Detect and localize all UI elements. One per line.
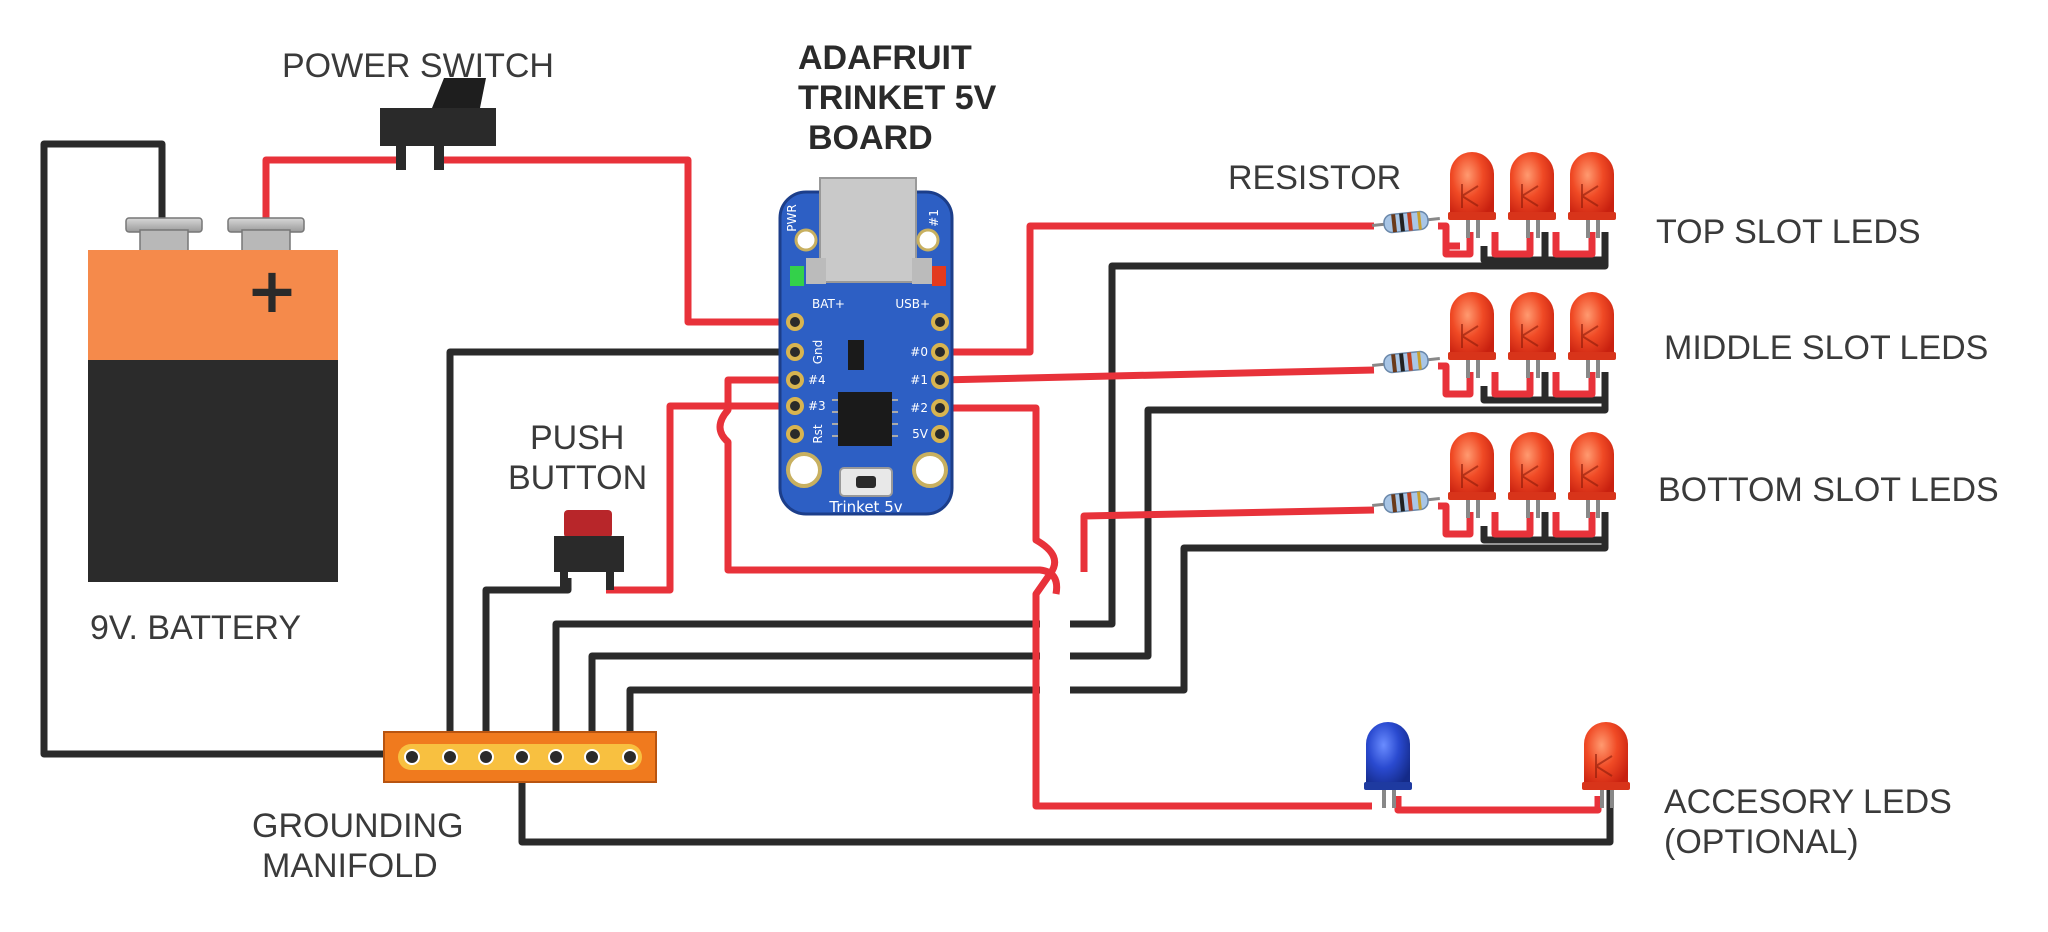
board-name: Trinket 5v (828, 498, 902, 516)
trinket-title-line1: ADAFRUIT (798, 39, 972, 77)
bottom-slot-leds-label: BOTTOM SLOT LEDS (1658, 471, 1999, 509)
trinket-board (778, 177, 954, 516)
ground-wires (40, 140, 1614, 846)
grounding-manifold-bar (383, 731, 657, 783)
battery-label: 9V. BATTERY (90, 609, 302, 647)
battery-plus-sign: + (246, 254, 298, 327)
push-button-label-line1: PUSH (530, 419, 625, 457)
accessory-red-led (1581, 721, 1631, 809)
board-pin-label: Gnd (811, 340, 825, 365)
push-button-component (554, 510, 624, 590)
middle-slot-led-group (1447, 291, 1617, 379)
board-pin-label: #3 (808, 399, 826, 413)
resistor-middle (1369, 347, 1443, 377)
board-pwr-label: PWR (785, 204, 799, 231)
board-pin-label: USB+ (895, 297, 930, 311)
resistor-top (1369, 207, 1443, 237)
board-pin-label: Rst (811, 424, 825, 444)
battery-9v (88, 217, 338, 582)
board-pin-label: #1 (910, 373, 928, 387)
board-pin-label: #2 (910, 401, 928, 415)
push-button-label-line2: BUTTON (508, 459, 648, 497)
signal-wires (262, 156, 1602, 814)
resistor-label: RESISTOR (1228, 159, 1402, 197)
power-switch-label: POWER SWITCH (282, 47, 554, 85)
manifold-label-line1: GROUNDING (252, 807, 464, 845)
accessory-leds-label-line2: (OPTIONAL) (1664, 823, 1859, 861)
board-pin-label: BAT+ (812, 297, 845, 311)
trinket-title-line2: TRINKET 5V (798, 79, 997, 117)
trinket-title-line3: BOARD (808, 119, 933, 157)
power-switch-component (380, 78, 496, 170)
middle-slot-leds-label: MIDDLE SLOT LEDS (1664, 329, 1989, 367)
board-pin-label: #0 (910, 345, 928, 359)
bottom-slot-led-group (1447, 431, 1617, 519)
manifold-label-line2: MANIFOLD (262, 847, 438, 885)
accessory-leds-label-line1: ACCESORY LEDS (1664, 783, 1952, 821)
accessory-blue-led (1364, 722, 1412, 808)
top-slot-leds-label: TOP SLOT LEDS (1656, 213, 1921, 251)
board-led1-label: #1 (927, 209, 941, 227)
board-pin-label: #4 (808, 373, 826, 387)
resistor-bottom (1369, 487, 1443, 517)
board-pin-label: 5V (912, 427, 929, 441)
top-slot-led-group (1447, 151, 1617, 239)
